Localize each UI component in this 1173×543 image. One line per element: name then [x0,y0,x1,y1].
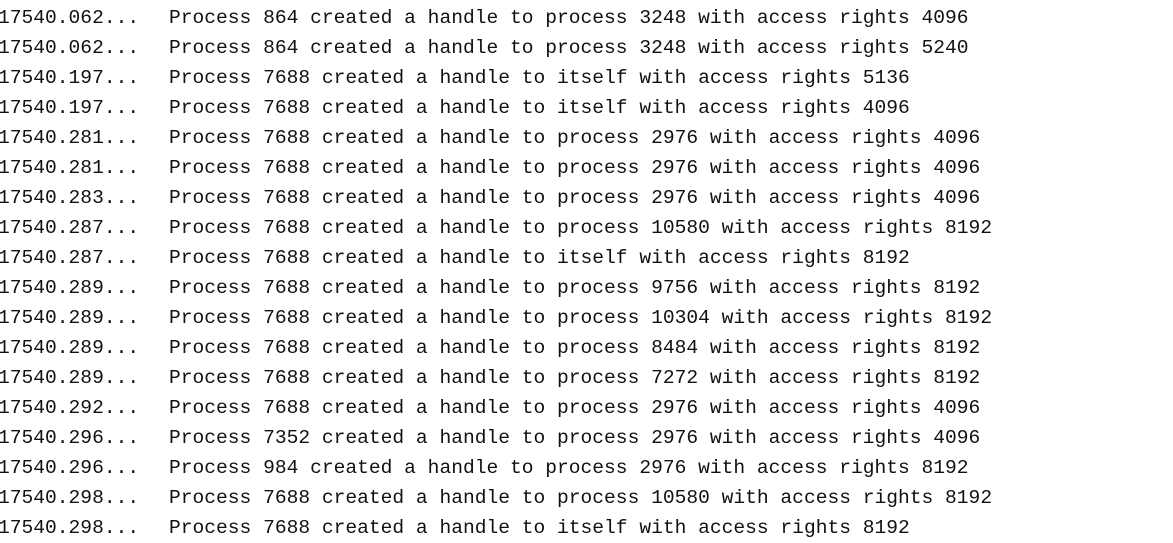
log-row[interactable]: 17540.287... Process 7688 created a hand… [0,243,1173,273]
log-row[interactable]: 17540.289... Process 7688 created a hand… [0,363,1173,393]
log-message: Process 7688 created a handle to process… [169,487,993,509]
log-timestamp: 17540.062... [0,37,140,59]
log-row[interactable]: 17540.281... Process 7688 created a hand… [0,153,1173,183]
log-row[interactable]: 17540.197... Process 7688 created a hand… [0,93,1173,123]
log-timestamp: 17540.289... [0,367,140,389]
log-message: Process 7688 created a handle to process… [169,187,981,209]
log-timestamp: 17540.296... [0,457,140,479]
log-timestamp: 17540.289... [0,307,140,329]
log-message: Process 984 created a handle to process … [169,457,969,479]
log-timestamp: 17540.289... [0,277,140,299]
log-row[interactable]: 17540.062... Process 864 created a handl… [0,3,1173,33]
log-timestamp: 17540.062... [0,7,140,29]
log-timestamp: 17540.197... [0,97,140,119]
log-message: Process 7688 created a handle to itself … [169,247,910,269]
log-message: Process 7688 created a handle to process… [169,127,981,149]
log-message: Process 7688 created a handle to process… [169,157,981,179]
log-message: Process 7688 created a handle to itself … [169,517,910,539]
log-timestamp: 17540.289... [0,337,140,359]
log-row[interactable]: 17540.298... Process 7688 created a hand… [0,513,1173,543]
log-row[interactable]: 17540.296... Process 7352 created a hand… [0,423,1173,453]
log-timestamp: 17540.292... [0,397,140,419]
log-message: Process 864 created a handle to process … [169,37,969,59]
log-row[interactable]: 17540.062... Process 864 created a handl… [0,33,1173,63]
log-timestamp: 17540.281... [0,157,140,179]
log-message: Process 864 created a handle to process … [169,7,969,29]
log-timestamp: 17540.287... [0,247,140,269]
log-timestamp: 17540.281... [0,127,140,149]
log-timestamp: 17540.287... [0,217,140,239]
log-timestamp: 17540.296... [0,427,140,449]
log-message: Process 7688 created a handle to process… [169,307,993,329]
log-row[interactable]: 17540.281... Process 7688 created a hand… [0,123,1173,153]
log-row[interactable]: 17540.296... Process 984 created a handl… [0,453,1173,483]
log-timestamp: 17540.298... [0,517,140,539]
log-row[interactable]: 17540.292... Process 7688 created a hand… [0,393,1173,423]
log-timestamp: 17540.197... [0,67,140,89]
log-message: Process 7688 created a handle to process… [169,277,981,299]
log-row[interactable]: 17540.298... Process 7688 created a hand… [0,483,1173,513]
log-row[interactable]: 17540.289... Process 7688 created a hand… [0,333,1173,363]
log-message: Process 7352 created a handle to process… [169,427,981,449]
log-message: Process 7688 created a handle to process… [169,217,993,239]
log-row[interactable]: 17540.283... Process 7688 created a hand… [0,183,1173,213]
log-message: Process 7688 created a handle to process… [169,337,981,359]
log-timestamp: 17540.283... [0,187,140,209]
log-message: Process 7688 created a handle to process… [169,397,981,419]
log-row[interactable]: 17540.289... Process 7688 created a hand… [0,303,1173,333]
log-message: Process 7688 created a handle to itself … [169,67,910,89]
log-row[interactable]: 17540.287... Process 7688 created a hand… [0,213,1173,243]
log-message: Process 7688 created a handle to itself … [169,97,910,119]
log-row[interactable]: 17540.289... Process 7688 created a hand… [0,273,1173,303]
log-message: Process 7688 created a handle to process… [169,367,981,389]
log-row[interactable]: 17540.197... Process 7688 created a hand… [0,63,1173,93]
log-timestamp: 17540.298... [0,487,140,509]
